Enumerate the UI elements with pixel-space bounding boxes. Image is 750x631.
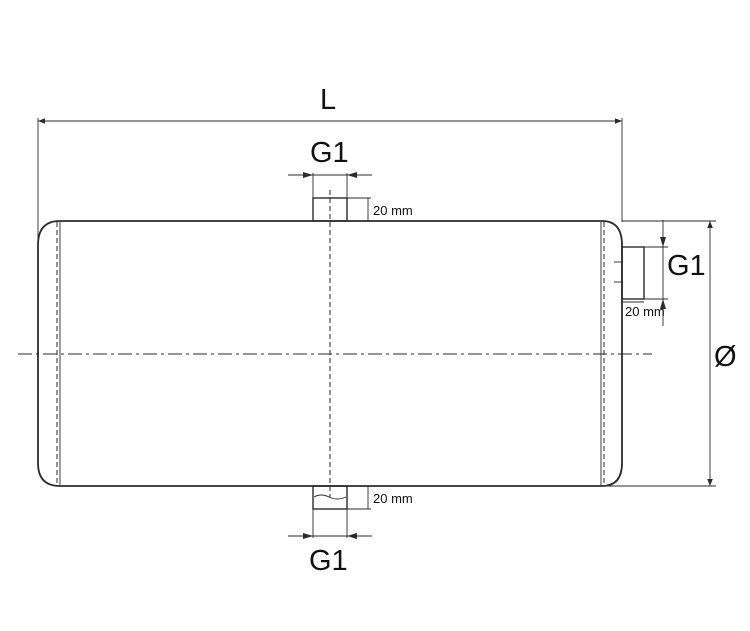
bottom-port [288,485,372,539]
length-dimension [37,118,623,240]
side-port-length-label: 20 mm [625,304,665,319]
top-port-height-label: 20 mm [373,203,413,218]
bottom-port-label: G1 [309,545,348,577]
length-label: L [320,84,336,116]
side-port [614,220,668,326]
tank-body [37,220,623,487]
bottom-port-height-label: 20 mm [373,491,413,506]
top-port-label: G1 [310,137,349,169]
diameter-label: Ø [714,341,737,373]
top-port [288,172,372,222]
diameter-dimension [604,220,716,487]
side-port-label: G1 [667,250,706,282]
